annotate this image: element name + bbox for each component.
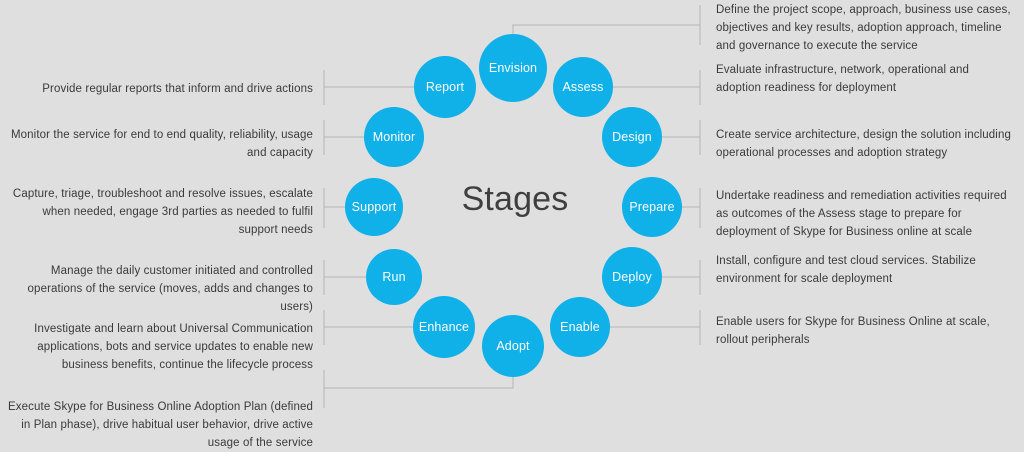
- connector-envision: [512, 24, 700, 34]
- description-report: Provide regular reports that inform and …: [42, 83, 313, 95]
- stage-circle-enable[interactable]: Enable: [550, 297, 610, 357]
- stage-label: Adopt: [496, 339, 530, 353]
- page-title: Stages: [461, 180, 569, 218]
- stage-label: Prepare: [629, 200, 675, 214]
- stage-circle-deploy[interactable]: Deploy: [602, 247, 662, 307]
- stage-label: Envision: [488, 61, 538, 75]
- stage-label: Design: [612, 130, 652, 144]
- description-adopt: Execute Skype for Business Online Adopti…: [8, 401, 313, 449]
- stage-circle-adopt[interactable]: Adopt: [482, 315, 544, 377]
- stage-label: Assess: [562, 80, 604, 94]
- description-envision: Define the project scope, approach, busi…: [716, 4, 1011, 52]
- stage-circle-support[interactable]: Support: [345, 178, 403, 236]
- description-run: Manage the daily customer initiated and …: [27, 265, 313, 313]
- stage-label: Enable: [560, 320, 600, 334]
- description-monitor: Monitor the service for end to end quali…: [10, 129, 313, 159]
- stage-circle-run[interactable]: Run: [366, 249, 422, 305]
- description-prepare: Undertake readiness and remediation acti…: [716, 190, 1007, 238]
- stage-label: Run: [382, 270, 406, 284]
- description-design: Create service architecture, design the …: [716, 129, 1011, 159]
- stage-label: Report: [425, 80, 465, 94]
- description-assess: Evaluate infrastructure, network, operat…: [716, 64, 970, 94]
- stage-label: Deploy: [612, 270, 652, 284]
- stage-label: Support: [351, 200, 397, 214]
- stage-circle-prepare[interactable]: Prepare: [622, 177, 682, 237]
- stage-circle-report[interactable]: Report: [414, 56, 476, 118]
- stage-circle-assess[interactable]: Assess: [553, 57, 613, 117]
- description-deploy: Install, configure and test cloud servic…: [716, 255, 976, 285]
- stage-circle-design[interactable]: Design: [602, 107, 662, 167]
- stage-label: Monitor: [372, 130, 416, 144]
- description-enable: Enable users for Skype for Business Onli…: [716, 316, 990, 346]
- stage-circle-enhance[interactable]: Enhance: [413, 296, 475, 358]
- stage-label: Enhance: [418, 320, 470, 334]
- description-support: Capture, triage, troubleshoot and resolv…: [12, 188, 313, 236]
- stage-circle-envision[interactable]: Envision: [479, 34, 547, 102]
- connector-adopt: [324, 377, 514, 389]
- description-enhance: Investigate and learn about Universal Co…: [34, 323, 313, 371]
- stage-circle-monitor[interactable]: Monitor: [364, 107, 424, 167]
